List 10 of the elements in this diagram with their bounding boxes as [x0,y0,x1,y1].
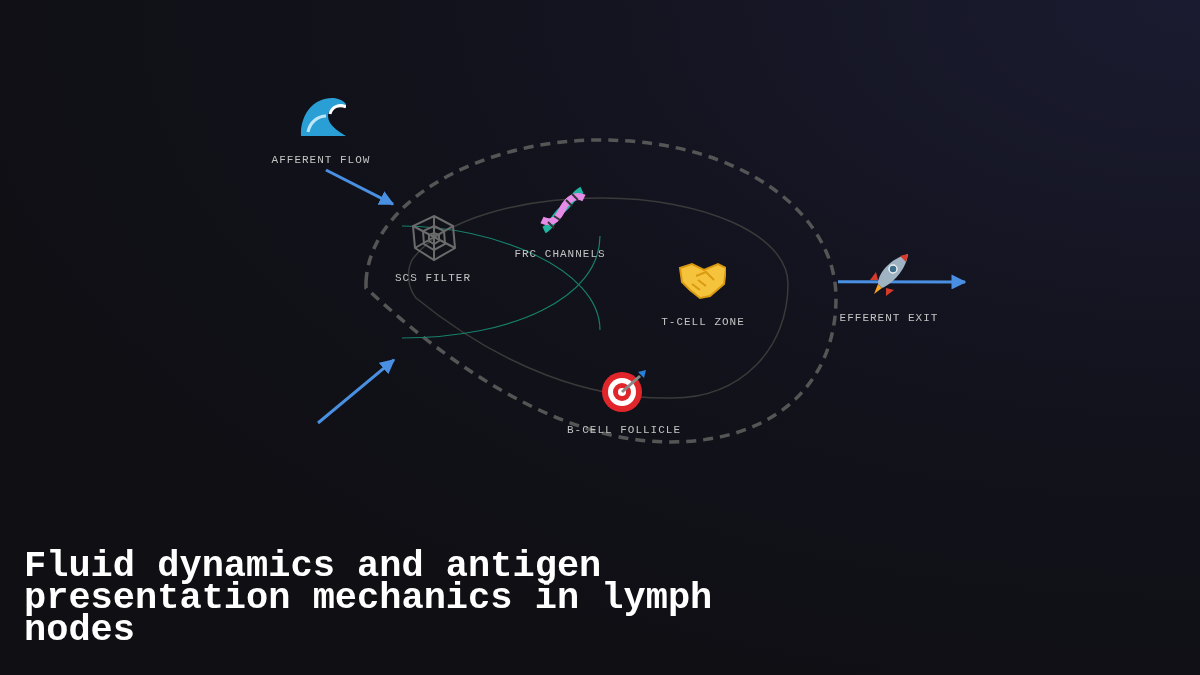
zone-label: FRC CHANNELS [514,248,606,260]
zone-label: T-CELL ZONE [661,316,745,328]
flow-arrow [838,274,967,290]
flow-arrow [317,358,396,425]
zone-label: B-CELL FOLLICLE [567,424,681,436]
zone-label: AFFERENT FLOW [271,154,371,166]
zone-label: EFFERENT EXIT [839,312,939,324]
diagram-title: Fluid dynamics and antigen presentation mechanics in lymph nodes [24,550,714,646]
zone-label: SCS FILTER [395,272,471,284]
flow-arrow [325,168,395,206]
